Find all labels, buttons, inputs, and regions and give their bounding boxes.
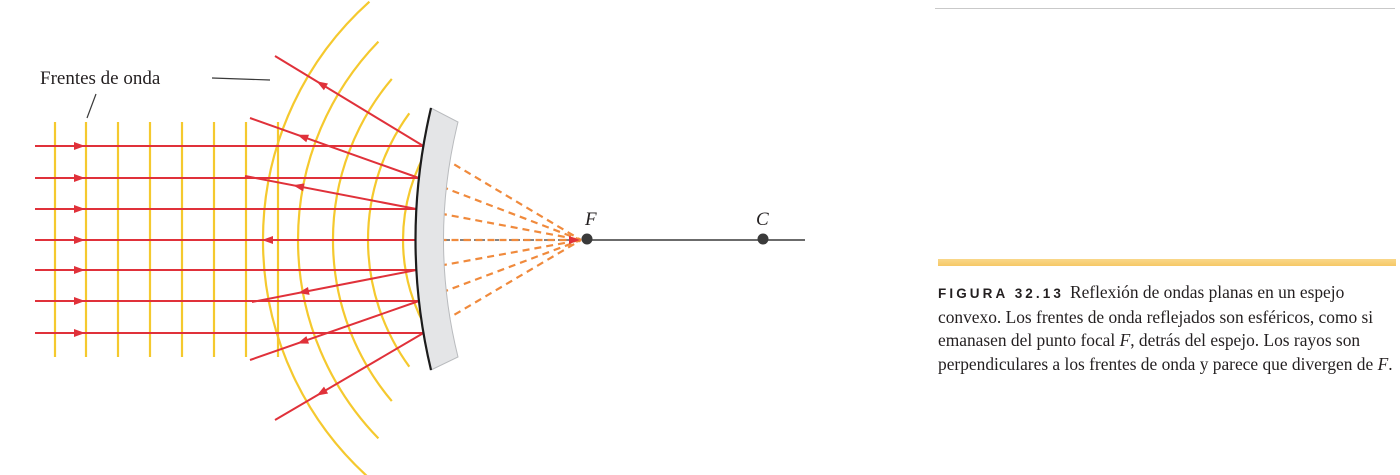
incident-arrow-2 [74, 174, 85, 182]
focal-point-label: F [584, 209, 597, 230]
reflected-arrow-1 [316, 81, 328, 91]
incident-arrow-1 [74, 142, 85, 150]
wavefronts-label: Frentes de onda [40, 68, 161, 89]
wavefronts-leader-diagonal [86, 93, 97, 119]
reflected-arrow-5 [298, 287, 310, 295]
center-point-label: C [756, 209, 769, 230]
convex-mirror-surface [414, 107, 433, 371]
reflected-ray-6 [249, 300, 420, 361]
reflected-ray-5 [251, 269, 417, 303]
reflected-rays [244, 55, 424, 421]
reflected-arrow-3 [293, 183, 305, 192]
reflected-arrow-6 [297, 336, 309, 344]
incident-arrow-3 [74, 205, 85, 213]
incident-rays [35, 145, 424, 334]
incident-arrow-6 [74, 297, 85, 305]
reflected-ray-7 [274, 332, 424, 421]
page-top-rule [935, 0, 1395, 9]
reflected-arrow-axis [262, 236, 273, 244]
reflected-ray-1 [274, 55, 424, 147]
caption-text-1: Reflexión de ondas planas en un espejo c… [938, 282, 1374, 351]
reflected-ray-2 [249, 117, 420, 179]
caption-text-3: . [1388, 353, 1393, 374]
reflected-ray-3 [244, 175, 417, 210]
ray-arrowheads [74, 81, 580, 396]
incident-plane-wavefronts [53, 122, 280, 357]
caption-focal-symbol-1: F [1119, 330, 1131, 351]
focal-arrow [569, 236, 580, 244]
incident-arrow-5 [74, 266, 85, 274]
incident-arrow-7 [74, 329, 85, 337]
reflected-arrow-7 [316, 386, 329, 396]
caption-focal-symbol-2: F [1377, 353, 1389, 374]
wavefronts-leader-horizontal [211, 77, 271, 81]
incident-arrow-4 [74, 236, 85, 244]
reflected-spherical-wavefronts [261, 0, 432, 475]
focal-point-dot [581, 233, 593, 245]
figure-number: FIGURA 32.13 [938, 286, 1064, 301]
caption-rule [938, 259, 1396, 266]
center-point-dot [757, 233, 769, 245]
caption-text-2: , detrás del espejo. Los rayos son perpe… [938, 330, 1378, 374]
reflected-arrow-2 [297, 134, 309, 143]
